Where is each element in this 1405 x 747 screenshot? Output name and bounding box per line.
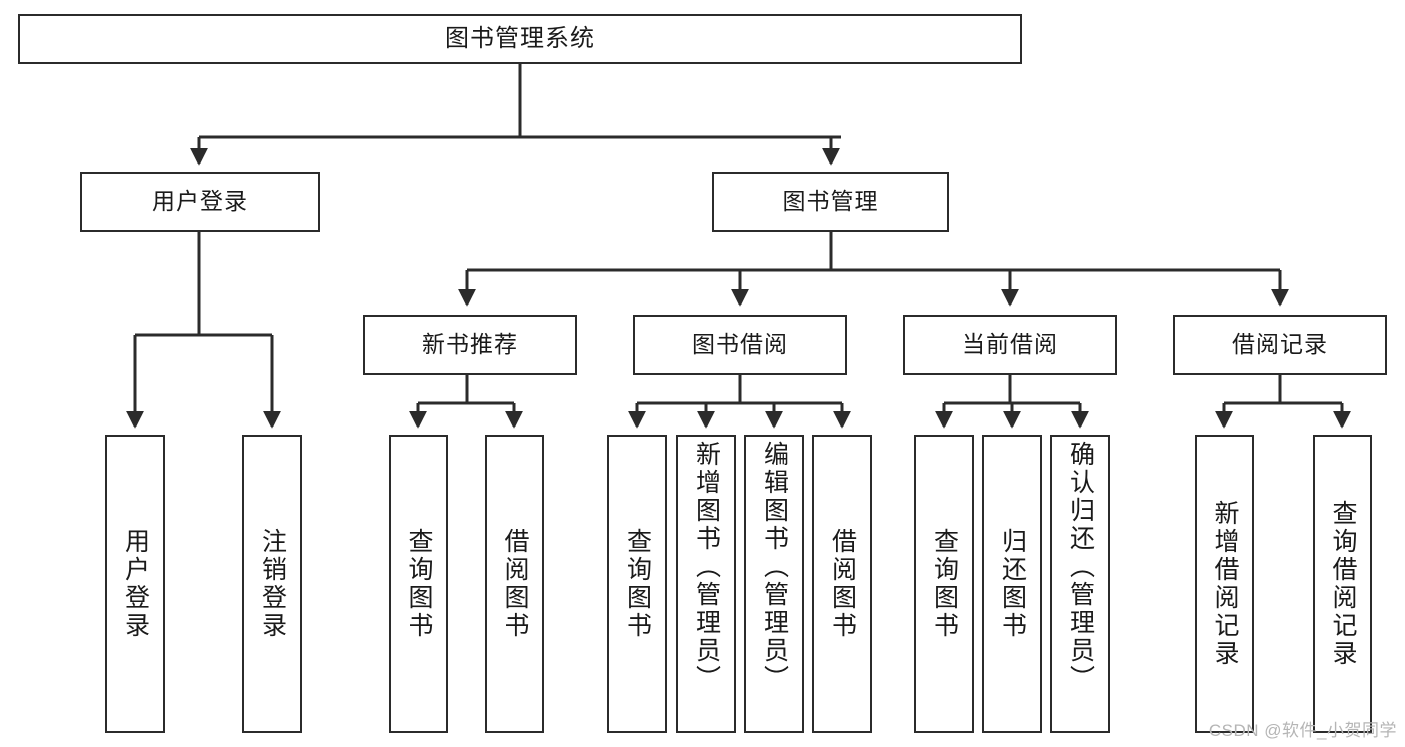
node-leaf-query-record-label: 查询借阅记录 <box>1329 500 1357 668</box>
node-leaf-query-book-3-label: 查询图书 <box>930 528 959 640</box>
node-user-login[interactable]: 用户登录 <box>80 172 320 232</box>
node-leaf-add-book[interactable]: 新增图书（管理员） <box>676 435 736 733</box>
node-book-borrow-label: 图书借阅 <box>692 331 788 358</box>
node-leaf-logout-label: 注销登录 <box>258 528 287 640</box>
node-leaf-query-record[interactable]: 查询借阅记录 <box>1313 435 1372 733</box>
node-leaf-add-record-label: 新增借阅记录 <box>1211 500 1239 668</box>
node-leaf-return-book[interactable]: 归还图书 <box>982 435 1042 733</box>
node-current-borrow[interactable]: 当前借阅 <box>903 315 1117 375</box>
node-leaf-confirm-return-label: 确认归还（管理员） <box>1066 441 1095 693</box>
node-leaf-return-book-label: 归还图书 <box>998 528 1027 640</box>
node-leaf-borrow-book-2-label: 借阅图书 <box>828 528 857 640</box>
node-new-book-recommend[interactable]: 新书推荐 <box>363 315 577 375</box>
node-book-manage[interactable]: 图书管理 <box>712 172 949 232</box>
node-book-manage-label: 图书管理 <box>782 188 879 215</box>
node-leaf-logout[interactable]: 注销登录 <box>242 435 302 733</box>
node-leaf-query-book-1[interactable]: 查询图书 <box>389 435 448 733</box>
node-leaf-borrow-book-1-label: 借阅图书 <box>501 528 529 640</box>
node-leaf-query-book-1-label: 查询图书 <box>405 528 433 640</box>
node-borrow-record-label: 借阅记录 <box>1232 331 1328 358</box>
node-leaf-add-book-label: 新增图书（管理员） <box>692 441 721 693</box>
node-leaf-confirm-return[interactable]: 确认归还（管理员） <box>1050 435 1110 733</box>
node-leaf-query-book-2-label: 查询图书 <box>623 528 652 640</box>
node-book-borrow[interactable]: 图书借阅 <box>633 315 847 375</box>
node-leaf-edit-book[interactable]: 编辑图书（管理员） <box>744 435 804 733</box>
node-current-borrow-label: 当前借阅 <box>962 331 1058 358</box>
node-leaf-user-login[interactable]: 用户登录 <box>105 435 165 733</box>
node-leaf-query-book-3[interactable]: 查询图书 <box>914 435 974 733</box>
node-root-label: 图书管理系统 <box>445 24 595 52</box>
node-leaf-borrow-book-2[interactable]: 借阅图书 <box>812 435 872 733</box>
node-leaf-edit-book-label: 编辑图书（管理员） <box>760 441 789 693</box>
node-leaf-add-record[interactable]: 新增借阅记录 <box>1195 435 1254 733</box>
node-leaf-query-book-2[interactable]: 查询图书 <box>607 435 667 733</box>
node-user-login-label: 用户登录 <box>152 188 248 215</box>
node-leaf-user-login-label: 用户登录 <box>121 528 150 640</box>
watermark: CSDN @软件_小贺同学 <box>1208 721 1397 740</box>
node-borrow-record[interactable]: 借阅记录 <box>1173 315 1387 375</box>
node-new-book-recommend-label: 新书推荐 <box>422 331 518 358</box>
node-leaf-borrow-book-1[interactable]: 借阅图书 <box>485 435 544 733</box>
node-root[interactable]: 图书管理系统 <box>18 14 1022 64</box>
